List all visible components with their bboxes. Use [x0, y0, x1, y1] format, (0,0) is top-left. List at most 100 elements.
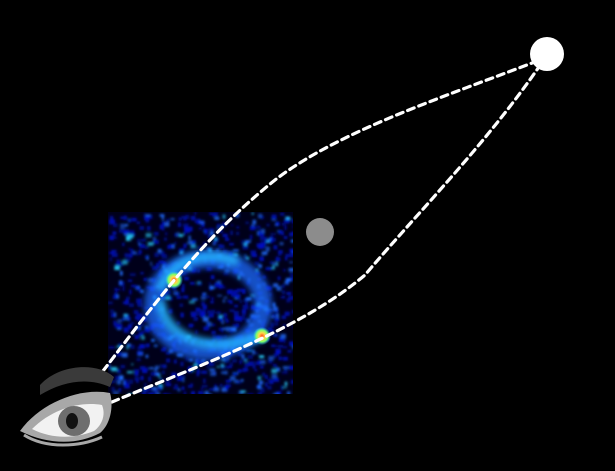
noise-speck — [127, 219, 132, 223]
noise-speck — [178, 217, 182, 221]
noise-speck — [202, 222, 205, 228]
noise-speck — [204, 390, 209, 394]
noise-speck — [267, 378, 273, 381]
noise-speck — [226, 365, 232, 369]
noise-speck — [204, 229, 209, 235]
noise-speck — [268, 360, 273, 364]
noise-speck — [145, 354, 149, 358]
noise-speck — [196, 372, 200, 377]
noise-speck — [187, 384, 193, 388]
light-paths — [101, 56, 547, 404]
noise-speck — [119, 280, 122, 285]
noise-speck — [208, 363, 215, 366]
noise-speck — [150, 372, 156, 376]
noise-speck — [134, 316, 138, 320]
noise-speck — [179, 251, 184, 255]
noise-speck — [222, 214, 226, 219]
noise-speck — [109, 252, 114, 255]
noise-speck — [229, 301, 233, 305]
noise-speck — [252, 364, 256, 369]
noise-speck — [117, 264, 124, 267]
noise-speck — [189, 358, 193, 362]
noise-speck — [181, 287, 185, 293]
noise-speck — [123, 215, 127, 221]
noise-speck — [122, 242, 125, 246]
noise-speck — [139, 243, 146, 249]
noise-speck — [274, 223, 279, 227]
noise-speck — [218, 230, 223, 233]
noise-speck — [183, 226, 188, 231]
noise-speck — [139, 366, 146, 370]
noise-speck — [173, 359, 177, 364]
noise-speck — [289, 261, 293, 264]
noise-speck — [119, 375, 124, 381]
noise-speck — [129, 230, 135, 235]
noise-speck — [244, 358, 248, 363]
noise-speck — [137, 318, 141, 322]
noise-speck — [137, 346, 142, 350]
noise-speck — [250, 234, 253, 240]
noise-speck — [157, 249, 162, 253]
noise-speck — [227, 300, 233, 303]
noise-speck — [265, 246, 270, 252]
noise-speck — [193, 363, 199, 367]
noise-speck — [257, 384, 262, 387]
noise-speck — [201, 387, 204, 391]
noise-speck — [201, 359, 206, 362]
noise-speck — [258, 264, 262, 268]
noise-speck — [274, 309, 279, 313]
noise-speck — [128, 303, 134, 308]
noise-speck — [191, 314, 196, 318]
noise-speck — [225, 387, 229, 391]
noise-speck — [229, 362, 233, 367]
noise-speck — [233, 379, 239, 384]
noise-speck — [257, 385, 260, 390]
noise-speck — [196, 369, 200, 374]
noise-speck — [221, 223, 228, 227]
noise-speck — [217, 335, 223, 340]
noise-speck — [237, 369, 242, 373]
noise-speck — [228, 289, 233, 295]
noise-speck — [207, 234, 211, 239]
noise-speck — [162, 346, 167, 349]
noise-speck — [123, 315, 129, 321]
noise-speck — [184, 276, 189, 281]
noise-speck — [208, 268, 213, 271]
noise-speck — [165, 352, 171, 355]
eye-icon — [20, 367, 114, 447]
noise-speck — [130, 252, 135, 255]
noise-speck — [223, 334, 227, 339]
noise-speck — [272, 344, 277, 347]
noise-speck — [147, 215, 150, 219]
noise-speck — [147, 392, 153, 394]
noise-speck — [114, 312, 117, 318]
noise-speck — [247, 361, 253, 366]
noise-speck — [137, 322, 144, 327]
noise-speck — [290, 252, 293, 258]
noise-speck — [128, 379, 134, 384]
noise-speck — [229, 330, 234, 334]
noise-speck — [149, 367, 154, 370]
white-circle-icon — [530, 37, 564, 71]
noise-speck — [111, 250, 117, 253]
noise-speck — [292, 250, 293, 254]
noise-speck — [190, 216, 196, 221]
noise-speck — [289, 365, 293, 370]
noise-speck — [292, 218, 293, 224]
noise-speck — [214, 216, 220, 220]
noise-speck — [289, 341, 293, 347]
noise-speck — [259, 235, 265, 241]
noise-speck — [139, 351, 144, 356]
noise-speck — [116, 323, 123, 329]
noise-speck — [176, 321, 181, 325]
noise-speck — [161, 254, 168, 259]
noise-speck — [281, 337, 286, 342]
noise-speck — [289, 248, 293, 253]
noise-speck — [161, 370, 165, 375]
noise-speck — [234, 315, 239, 321]
noise-speck — [273, 377, 279, 381]
noise-speck — [201, 301, 205, 306]
noise-speck — [108, 366, 111, 370]
noise-speck — [219, 244, 225, 249]
noise-speck — [284, 280, 289, 285]
